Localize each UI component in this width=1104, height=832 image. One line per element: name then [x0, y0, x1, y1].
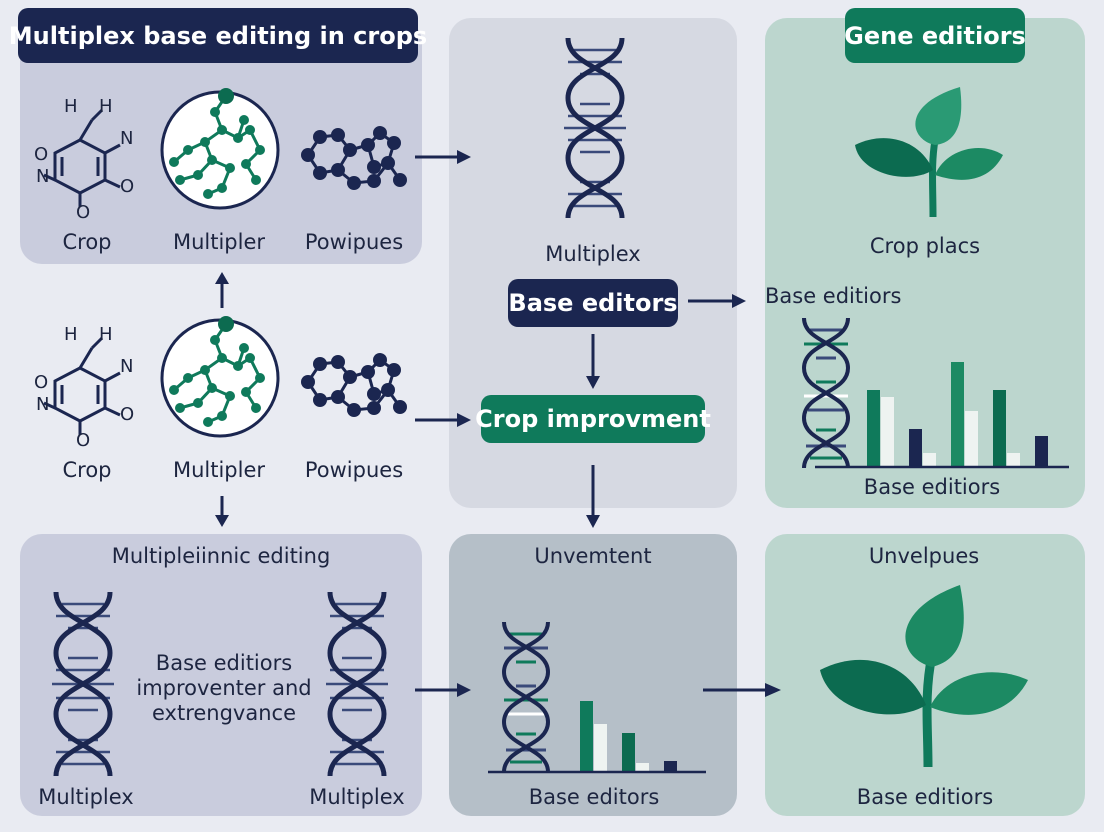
base-editors-text-line: Base editiors: [155, 651, 293, 675]
plant-leaf-icon: [855, 87, 1003, 218]
atom-label: O: [120, 176, 135, 197]
panel-multiplex-editing: [20, 534, 422, 816]
base-editors-text-line: extrengvance: [151, 701, 297, 725]
crop-improvement-pill: Crop improvment: [475, 395, 711, 443]
arrow-right-icon: [415, 150, 471, 164]
dna-helix-icon: [501, 621, 551, 773]
dna-left-label: Multiplex: [38, 785, 134, 809]
chart-bottom-label: Base editiors: [863, 475, 1001, 499]
molecule-cluster-icon: [301, 353, 407, 417]
atom-label: H: [64, 324, 78, 345]
molecule-label: Crop: [62, 230, 112, 254]
dna-helix-icon: [801, 317, 851, 469]
arrow-down-icon: [586, 465, 600, 528]
dna-right-label: Multiplex: [309, 785, 405, 809]
base-editors-pill: Base editors: [508, 279, 678, 327]
atom-label: O: [76, 202, 91, 223]
sphere-label: Multipler: [172, 230, 266, 254]
chart-top-label: Base editiors: [765, 284, 902, 308]
arrow-right-icon: [688, 294, 746, 308]
arrow-down-icon: [586, 334, 600, 389]
dna-label: Multiplex: [545, 242, 641, 266]
panel-gene-editors: [765, 18, 1085, 508]
base-editors-text-line: improventer and: [136, 676, 312, 700]
atom-label: H: [64, 96, 78, 117]
benzene-molecule-icon: [43, 336, 121, 435]
plant-leaf-icon: [820, 585, 1028, 768]
dna-helix-icon: [326, 591, 388, 777]
atom-label: N: [36, 166, 50, 187]
atom-label: O: [34, 372, 49, 393]
arrow-right-icon: [703, 683, 781, 697]
atom-label: N: [120, 356, 134, 377]
cluster-label: Powipues: [304, 458, 404, 482]
cluster-label: Powipues: [304, 230, 404, 254]
molecule-label: Crop: [62, 458, 112, 482]
bar-chart-icon: [815, 362, 1069, 469]
plant-label: Crop placs: [869, 234, 981, 258]
dna-helix-icon: [52, 591, 114, 777]
network-sphere-icon: [160, 88, 280, 210]
arrow-up-icon: [215, 272, 229, 308]
gene-editors-title: Gene editiors: [844, 8, 1026, 63]
outcome-label: Base editiors: [856, 785, 994, 809]
molecule-cluster-icon: [301, 126, 407, 190]
base-editors-label: Base editors: [528, 785, 660, 809]
arrow-down-icon: [215, 496, 229, 527]
sphere-label: Multipler: [172, 458, 266, 482]
atom-label: H: [99, 324, 113, 345]
arrow-right-icon: [415, 413, 471, 427]
improvement-title: Unvemtent: [534, 544, 652, 568]
network-sphere-icon: [160, 316, 280, 438]
outcome-title: Unvelpues: [868, 544, 980, 568]
atom-label: N: [36, 394, 50, 415]
atom-label: H: [99, 96, 113, 117]
benzene-molecule-icon: [43, 108, 121, 207]
atom-label: O: [120, 404, 135, 425]
dna-helix-icon: [564, 37, 626, 219]
bar-chart-icon: [488, 701, 706, 774]
atom-label: O: [34, 144, 49, 165]
arrow-right-icon: [415, 683, 471, 697]
atom-label: N: [120, 128, 134, 149]
multiplex-editing-title: Multipleiinnic editing: [111, 544, 331, 568]
title-multiplex-base-editing: Multiplex base editing in crops: [9, 8, 427, 63]
atom-label: O: [76, 430, 91, 451]
